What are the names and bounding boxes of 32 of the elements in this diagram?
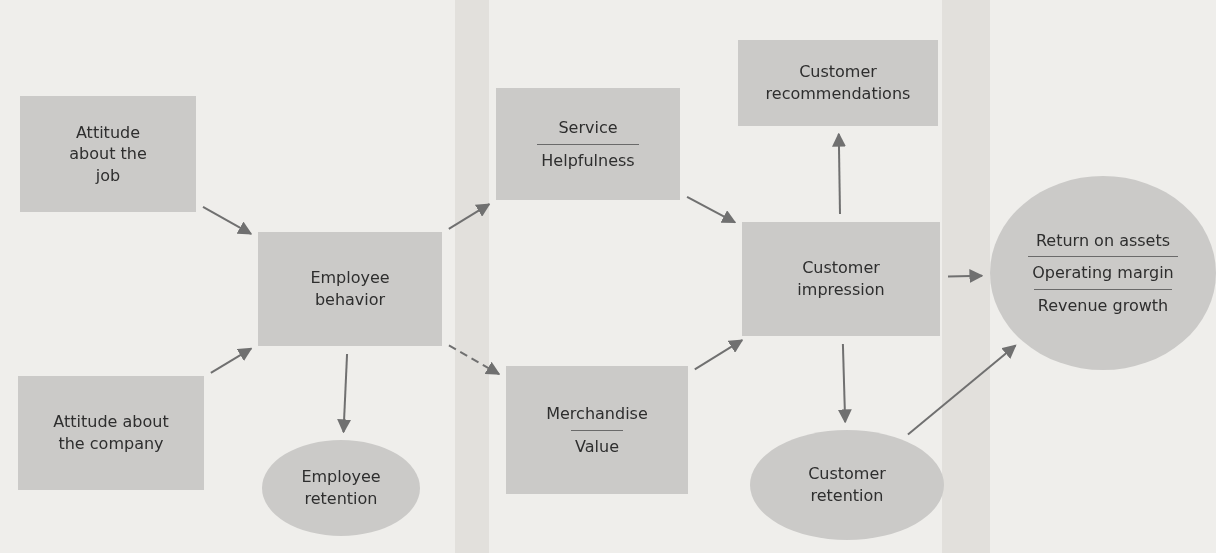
process-box: [20, 96, 196, 212]
arrow: [906, 344, 1017, 436]
node-label: Revenue growth: [1033, 288, 1173, 322]
arrow: [686, 195, 737, 224]
node-label: Return on assets: [1034, 229, 1172, 252]
arrow: [209, 347, 253, 374]
arrow: [837, 343, 852, 424]
process-box: [738, 40, 938, 126]
arrow: [693, 339, 744, 371]
arrow: [447, 203, 491, 230]
node-label: Customer impression: [796, 257, 886, 301]
node-label: Customer recommendations: [764, 61, 912, 105]
node-label: Value: [571, 429, 623, 463]
arrow: [447, 344, 501, 376]
arrow: [947, 269, 984, 284]
node-label: Helpfulness: [537, 143, 639, 177]
node-label: Attitude about the job: [68, 121, 148, 187]
node-label: Service: [557, 116, 619, 139]
process-box: [258, 232, 442, 346]
arrow: [337, 353, 352, 434]
node-label: Attitude about the company: [52, 411, 170, 455]
process-box: [496, 88, 680, 200]
process-box: [506, 366, 688, 494]
arrow: [831, 132, 846, 215]
arrow: [202, 206, 253, 235]
node-label: Operating margin: [1028, 256, 1178, 289]
node-label: Merchandise: [545, 402, 649, 425]
process-box: [742, 222, 940, 336]
node-label: Employee behavior: [309, 267, 391, 311]
process-box: [18, 376, 204, 490]
node-label: Customer retention: [807, 463, 887, 507]
node-label: Employee retention: [300, 466, 382, 510]
